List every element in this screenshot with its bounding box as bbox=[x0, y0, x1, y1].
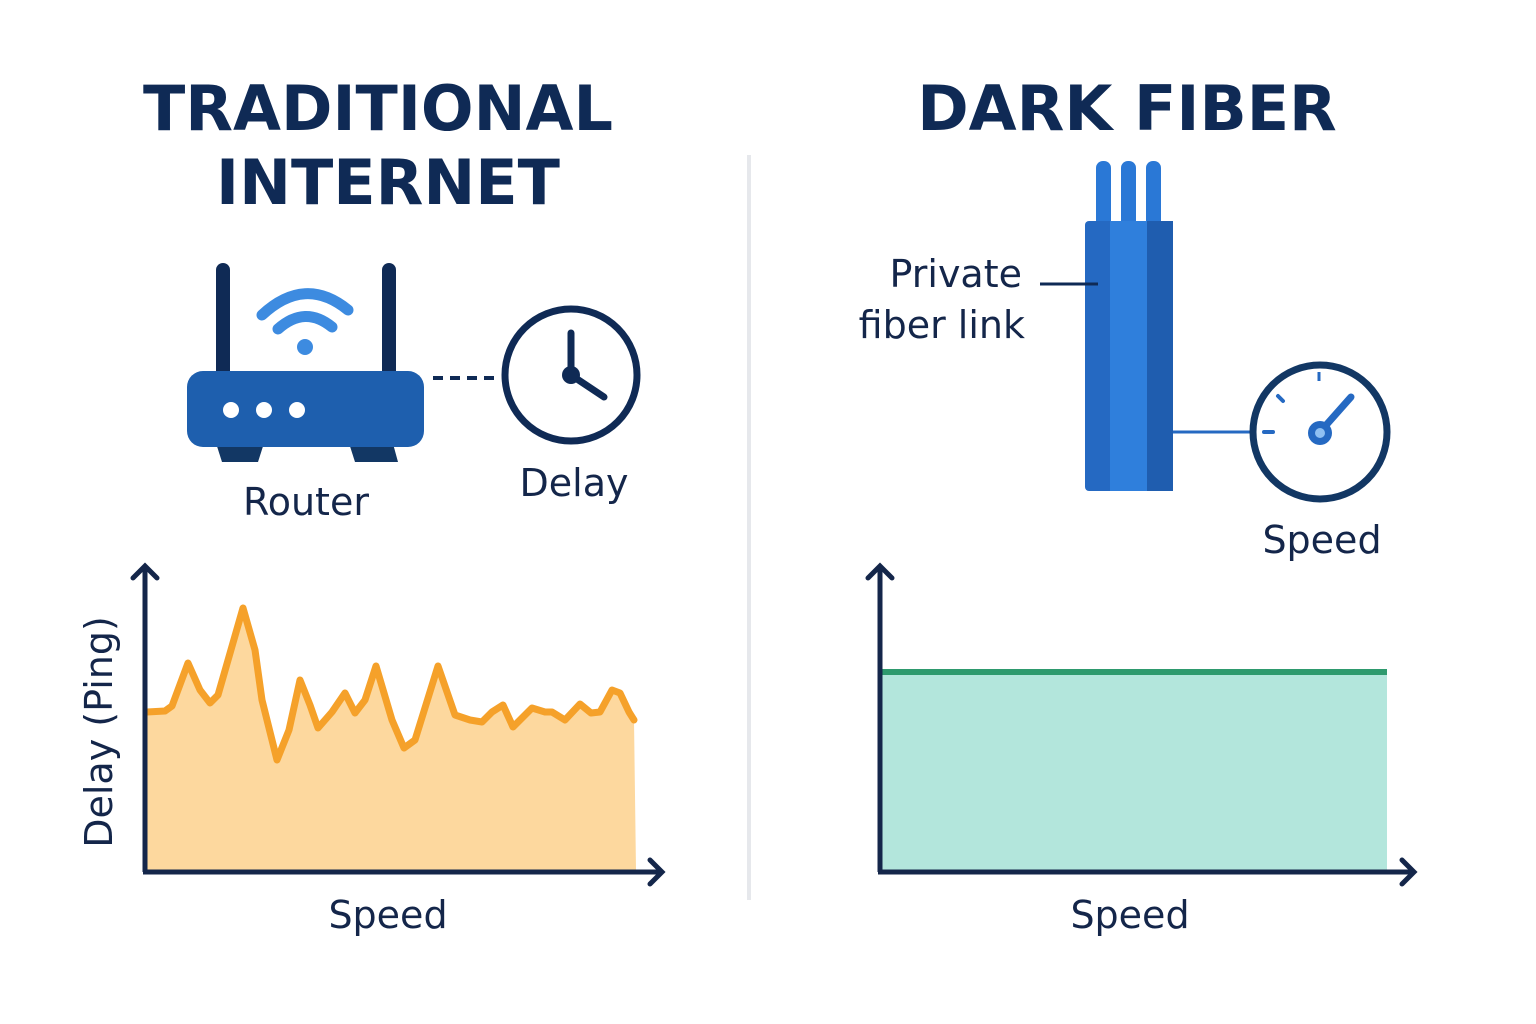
fiber-label-line2: fiber link bbox=[859, 303, 1025, 347]
wifi-router-icon bbox=[187, 263, 424, 462]
right-title: DARK FIBER bbox=[917, 72, 1337, 145]
delay-label: Delay bbox=[520, 461, 629, 505]
wave-line bbox=[143, 604, 638, 764]
left-title-line2: INTERNET bbox=[216, 146, 560, 219]
x-axis-arrow bbox=[1399, 857, 1418, 887]
speedometer-icon bbox=[1249, 361, 1391, 503]
y-axis-arrow bbox=[130, 562, 160, 581]
speed-label: Speed bbox=[1262, 518, 1381, 562]
wave-area bbox=[147, 608, 636, 870]
y-axis-label: Delay (Ping) bbox=[77, 616, 121, 848]
delay-chart: Delay (Ping) Speed bbox=[77, 562, 666, 937]
left-title-line1: TRADITIONAL bbox=[143, 72, 613, 145]
clock-icon bbox=[501, 305, 641, 445]
fiber-label-line1: Private bbox=[890, 252, 1022, 296]
y-axis-arrow bbox=[865, 562, 895, 581]
fiber-cable-icon bbox=[1085, 161, 1173, 491]
flat-area bbox=[881, 672, 1387, 870]
x-axis-label: Speed bbox=[1070, 893, 1189, 937]
x-axis-label: Speed bbox=[328, 893, 447, 937]
x-axis-arrow bbox=[647, 857, 666, 887]
router-label: Router bbox=[243, 480, 369, 524]
speed-chart: Speed bbox=[865, 562, 1418, 937]
